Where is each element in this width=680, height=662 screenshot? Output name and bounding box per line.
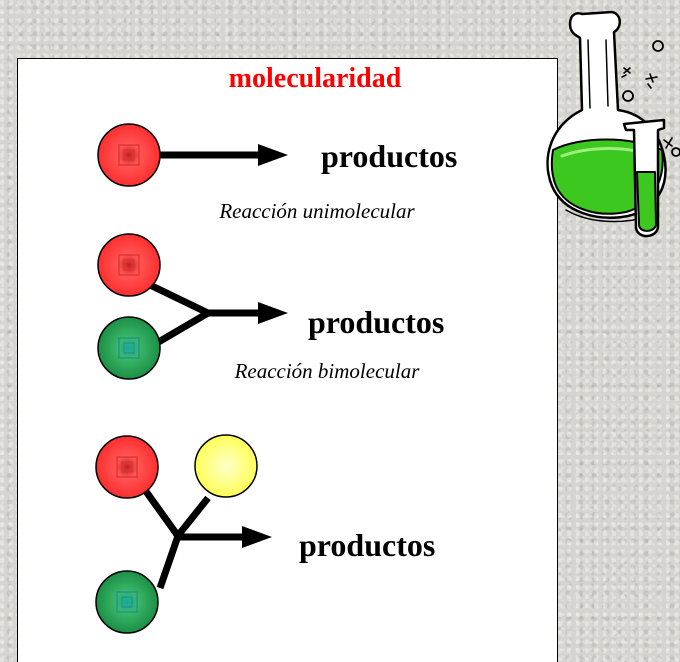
reaction-arrowhead xyxy=(258,302,288,324)
bubbles-icon xyxy=(622,40,680,157)
reaction-caption: Reacción bimolecular xyxy=(234,359,421,383)
reaction-arrowhead xyxy=(242,526,272,548)
reaction-bond-line xyxy=(156,534,182,590)
termolecular-reaction: productos xyxy=(95,434,435,634)
product-label: productos xyxy=(321,138,457,174)
molecule-green xyxy=(95,570,159,634)
test-tube-icon xyxy=(622,118,666,238)
molecule-red xyxy=(95,435,159,499)
molecule-red xyxy=(97,233,161,297)
reaction-arrowhead xyxy=(258,144,288,166)
reaction-bond-line xyxy=(142,487,181,539)
product-label: productos xyxy=(308,304,444,340)
sparkle-icon xyxy=(621,67,673,149)
molecule-red xyxy=(97,123,161,187)
diagram-title: molecularidad xyxy=(229,63,402,94)
reaction-caption: Reacción unimolecular xyxy=(218,199,415,223)
reaction-bond-line xyxy=(173,495,211,541)
product-label: productos xyxy=(299,527,435,563)
molecule-yellow xyxy=(194,434,258,498)
bimolecular-reaction: productos Reacción bimolecular xyxy=(97,233,444,383)
molecule-green xyxy=(97,316,161,380)
unimolecular-reaction: productos Reacción unimolecular xyxy=(97,123,457,223)
